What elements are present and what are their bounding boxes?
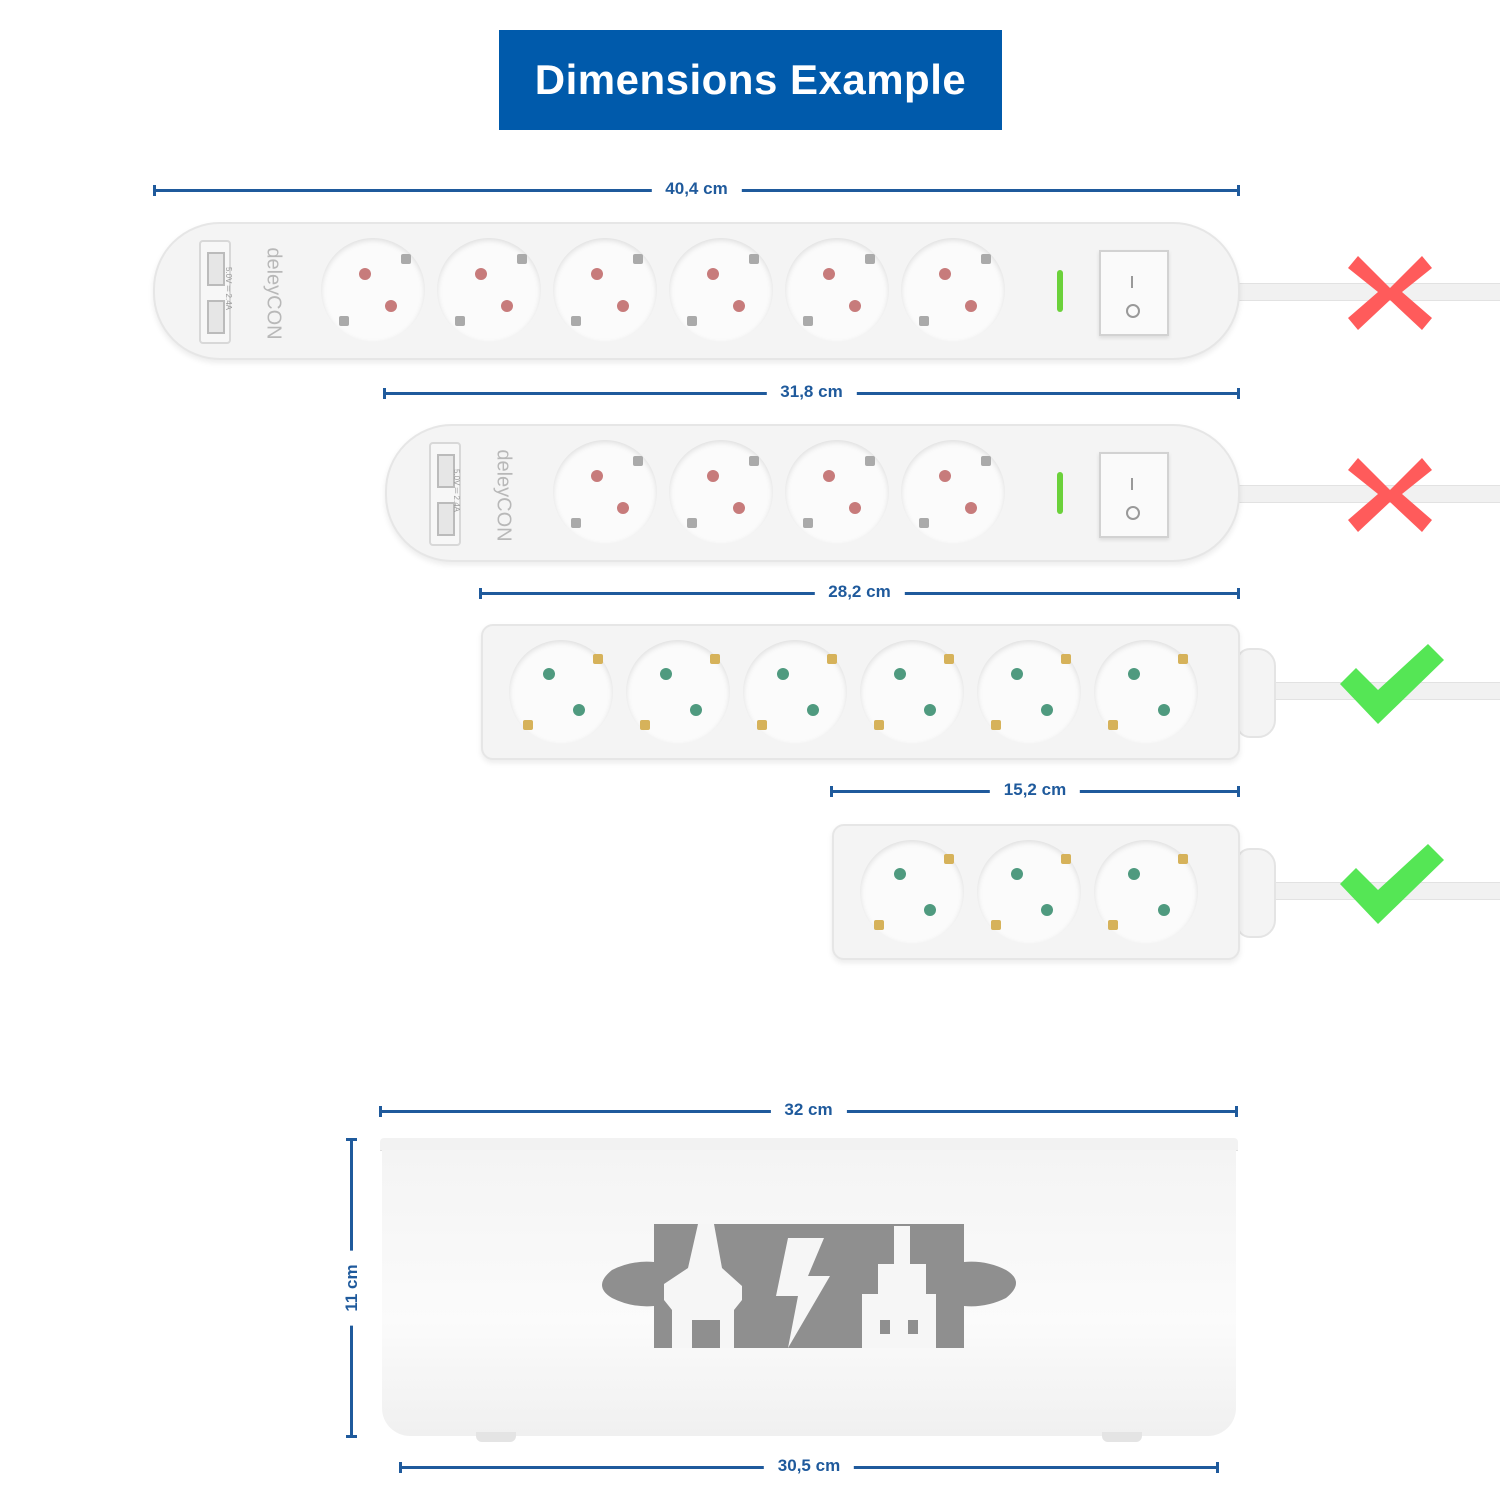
socket <box>1094 840 1198 944</box>
dimension-box-height: 11 cm <box>341 1138 362 1438</box>
power-strip-3-outlet <box>832 824 1240 960</box>
usb-ports <box>429 442 461 546</box>
power-strip-4-usb: 5.0V ═ 2.4A deleyCON <box>385 424 1240 562</box>
socket <box>901 440 1005 544</box>
dimension-strip3: 28,2 cm <box>479 580 1240 604</box>
cable-box-foot <box>1102 1432 1142 1442</box>
dimension-label: 31,8 cm <box>766 380 857 404</box>
socket <box>321 238 425 342</box>
socket <box>977 840 1081 944</box>
dimension-label: 15,2 cm <box>989 778 1081 802</box>
socket <box>669 440 773 544</box>
power-strip-6-usb: 5.0V ═ 2.4A deleyCON <box>153 222 1240 360</box>
dimension-label: 11 cm <box>341 1250 362 1326</box>
dimension-label: 30,5 cm <box>763 1454 855 1478</box>
brand-logo: deleyCON <box>492 449 515 542</box>
led-indicator <box>1057 270 1063 312</box>
power-strip-6-outlet <box>481 624 1240 760</box>
socket <box>626 640 730 744</box>
usb-spec-text: 5.0V ═ 2.4A <box>452 468 462 513</box>
socket <box>1094 640 1198 744</box>
socket <box>743 640 847 744</box>
dimension-box-bottom: 30,5 cm <box>399 1454 1219 1478</box>
usb-spec-text: 5.0V ═ 2.4A <box>224 266 234 311</box>
socket <box>785 238 889 342</box>
socket <box>785 440 889 544</box>
socket <box>437 238 541 342</box>
power-switch <box>1099 452 1169 538</box>
brand-logo: deleyCON <box>262 247 285 340</box>
cable-strain-relief <box>1236 648 1276 738</box>
dimension-label: 32 cm <box>770 1098 847 1122</box>
check-icon <box>1340 844 1444 924</box>
check-icon <box>1340 644 1444 724</box>
dimension-label: 40,4 cm <box>651 177 742 201</box>
socket <box>860 640 964 744</box>
cross-icon <box>1348 256 1432 330</box>
socket <box>553 238 657 342</box>
page-title: Dimensions Example <box>534 56 967 103</box>
cable-opening-plug-icon <box>602 1224 1016 1348</box>
dimension-strip1: 40,4 cm <box>153 177 1240 201</box>
dimension-strip4: 15,2 cm <box>830 778 1240 802</box>
power-switch <box>1099 250 1169 336</box>
usb-ports <box>199 240 231 344</box>
dimension-label: 28,2 cm <box>814 580 905 604</box>
socket <box>860 840 964 944</box>
socket <box>553 440 657 544</box>
cable-strain-relief <box>1236 848 1276 938</box>
dimension-strip2: 31,8 cm <box>383 380 1240 404</box>
cable-box-foot <box>476 1432 516 1442</box>
socket <box>977 640 1081 744</box>
dimension-box-top: 32 cm <box>379 1098 1238 1122</box>
cross-icon <box>1348 458 1432 532</box>
socket <box>901 238 1005 342</box>
led-indicator <box>1057 472 1063 514</box>
socket <box>669 238 773 342</box>
socket <box>509 640 613 744</box>
title-banner: Dimensions Example <box>499 30 1002 130</box>
